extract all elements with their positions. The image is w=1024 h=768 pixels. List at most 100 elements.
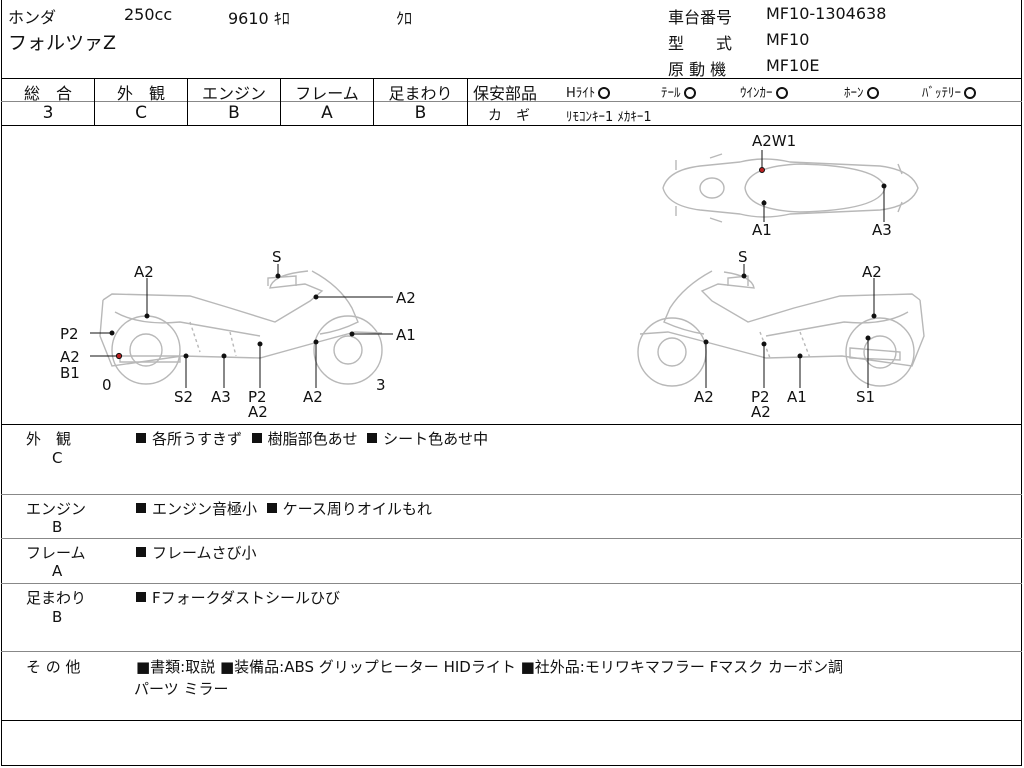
- remark-frame-grade: A: [52, 562, 63, 580]
- mileage: 9610 ｷﾛ: [228, 9, 290, 28]
- remark-exterior-grade: C: [52, 449, 63, 467]
- grid-mid-line: [1, 101, 467, 102]
- scooter-top-view: [662, 153, 919, 223]
- engine-code: MF10E: [766, 56, 820, 75]
- grade-suspension-value: B: [414, 103, 427, 123]
- remark-exterior-items: 各所うすきず 樹脂部色あせ シート色あせ中: [136, 428, 488, 449]
- grid-top-line: [1, 78, 1022, 79]
- diagram-bottom-line: [1, 424, 1022, 425]
- grade-total-value: 3: [42, 103, 54, 123]
- diag-top-label-a3: A3: [872, 221, 892, 239]
- remark-divider: [1, 651, 1022, 652]
- diag-left-label: A2: [396, 289, 416, 307]
- grade-frame-label: フレーム: [295, 84, 359, 103]
- grade-exterior-label: 外 観: [116, 84, 165, 103]
- remark-divider: [1, 583, 1022, 584]
- ok-mark-icon: [683, 87, 696, 99]
- diag-left-label: S2: [174, 388, 193, 406]
- remark-other-label: そ の 他: [26, 658, 81, 676]
- grid-mid-line-right: [467, 101, 1022, 102]
- diag-left-label: P2: [248, 388, 267, 406]
- grid-divider: [373, 78, 374, 125]
- model-code: MF10: [766, 30, 810, 49]
- safety-taillight: ﾃｰﾙ: [661, 82, 696, 101]
- diag-left-label: A2: [60, 348, 80, 366]
- scooter-right-view: [637, 270, 925, 387]
- frame-no: MF10-1304638: [766, 4, 887, 23]
- safety-battery: ﾊﾞｯﾃﾘｰ: [922, 82, 976, 101]
- maker: ホンダ: [8, 8, 57, 27]
- ok-mark-icon: [964, 87, 976, 99]
- diag-left-label: A1: [396, 326, 416, 344]
- bullet-square-icon: [251, 433, 262, 443]
- ok-mark-icon: [775, 87, 788, 99]
- bullet-square-icon: [136, 503, 146, 513]
- diag-left-label: A2: [134, 263, 154, 281]
- bullet-square-icon: [367, 433, 378, 443]
- remark-engine-grade: B: [52, 518, 63, 536]
- grade-frame-value: A: [321, 103, 333, 123]
- scooter-left-view: [99, 270, 383, 385]
- bullet-square-icon: [136, 592, 146, 602]
- diag-left-label: S: [272, 248, 282, 266]
- safety-horn: ﾎｰﾝ: [844, 82, 879, 101]
- diag-right-label: A2: [694, 388, 714, 406]
- damage-diagram: A2W1 A1 A3 S A2 A2 P2 A1 A2 B1 0 3 S2 A3…: [60, 132, 925, 421]
- safety-headlight: Hﾗｲﾄ: [566, 82, 611, 101]
- grid-divider: [187, 78, 188, 125]
- grid-divider: [94, 78, 95, 125]
- key-label: カ ギ: [488, 108, 530, 124]
- diag-left-label: 0: [102, 376, 112, 394]
- grade-engine-label: エンジン: [201, 84, 266, 103]
- remark-divider: [1, 494, 1022, 495]
- diag-left-label: 3: [376, 376, 386, 394]
- remark-frame-label: フレーム: [26, 544, 86, 562]
- remark-divider: [1, 538, 1022, 539]
- diag-left-label: P2: [60, 325, 79, 343]
- grade-exterior-value: C: [135, 103, 147, 123]
- remark-exterior-label: 外 観: [26, 430, 72, 448]
- remark-suspension-items: Fフォークダストシールひび: [136, 587, 340, 608]
- diag-right-label: A2: [751, 403, 771, 421]
- safety-label: 保安部品: [473, 84, 538, 103]
- frame-no-label: 車台番号: [668, 8, 733, 27]
- diag-right-label: P2: [751, 388, 770, 406]
- grade-engine-value: B: [228, 103, 240, 123]
- grid-divider: [280, 78, 281, 125]
- grade-total-label: 総 合: [23, 84, 72, 103]
- grid-bottom-line: [1, 125, 1022, 126]
- diag-right-label: A1: [787, 388, 807, 406]
- remark-suspension-label: 足まわり: [26, 589, 87, 607]
- ok-mark-icon: [866, 87, 879, 99]
- diag-right-label: A2: [862, 263, 882, 281]
- bullet-square-icon: [266, 503, 277, 513]
- diag-left-label: A3: [211, 388, 231, 406]
- diag-right-label: S: [738, 248, 748, 266]
- key-value: ﾘﾓｺﾝｷｰ1 ﾒｶｷｰ1: [566, 110, 652, 125]
- model-label: 型 式: [668, 34, 733, 53]
- remark-engine-items: エンジン音極小 ケース周りオイルもれ: [136, 498, 432, 519]
- bullet-square-icon: [136, 547, 146, 557]
- ok-mark-icon: [598, 87, 611, 99]
- remark-suspension-grade: B: [52, 608, 63, 626]
- engine-label: 原 動 機: [668, 60, 727, 79]
- grade-suspension-label: 足まわり: [388, 84, 453, 103]
- remark-other-line1: ■書類:取説 ■装備品:ABS グリップヒーター HIDライト ■社外品:モリワ…: [136, 658, 843, 676]
- color: ｸﾛ: [396, 9, 413, 28]
- remark-engine-label: エンジン: [26, 500, 87, 518]
- diag-right-label: S1: [856, 388, 875, 406]
- remarks-bottom-line: [1, 720, 1022, 721]
- displacement: 250cc: [124, 5, 173, 24]
- diag-left-label: A2: [248, 403, 268, 421]
- bullet-square-icon: [136, 433, 146, 443]
- diag-top-label-a1: A1: [752, 221, 772, 239]
- diag-left-label: A2: [303, 388, 323, 406]
- safety-winker: ｳｲﾝｶｰ: [740, 82, 788, 101]
- remark-other-line2: パーツ ミラー: [134, 680, 229, 698]
- grid-divider: [467, 78, 468, 125]
- diag-top-label-a2w1: A2W1: [752, 132, 796, 150]
- remark-frame-items: フレームさび小: [136, 542, 257, 563]
- diag-left-label: B1: [60, 364, 80, 382]
- model-name: フォルツァZ: [8, 32, 117, 54]
